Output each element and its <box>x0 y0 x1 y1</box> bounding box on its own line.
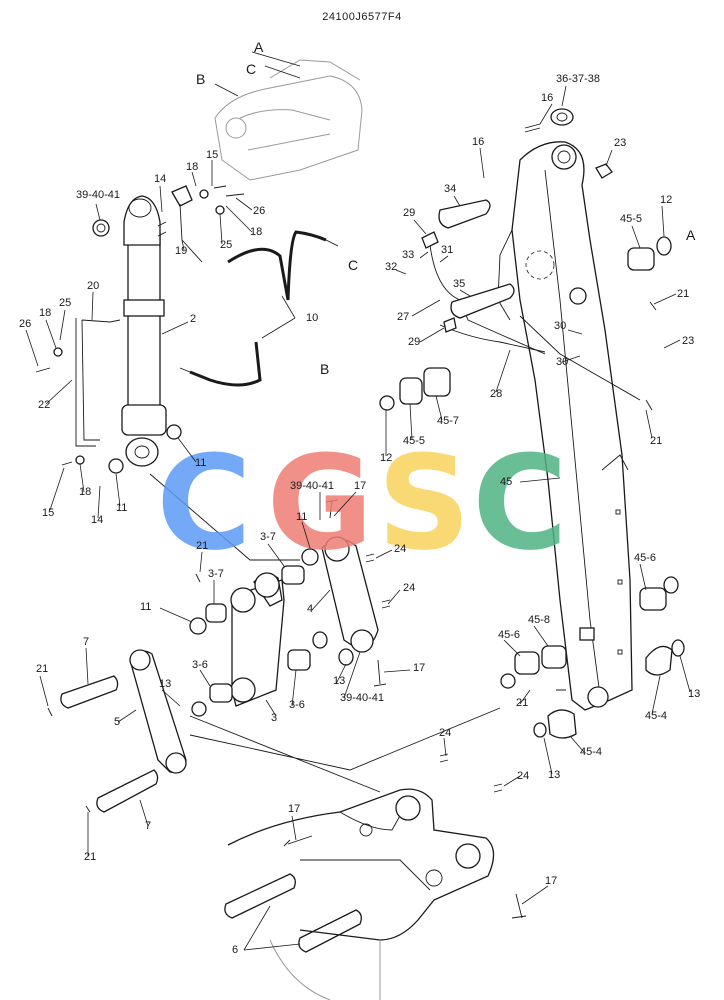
callout-label: 24 <box>439 727 451 739</box>
callout-label: 6 <box>232 944 238 956</box>
callout-label: 10 <box>306 312 318 324</box>
callout-label: 15 <box>206 149 218 161</box>
callout-label: 45-7 <box>437 415 459 427</box>
callout-label: 17 <box>545 875 557 887</box>
callout-label: 3-7 <box>208 568 224 580</box>
callout-label: 3 <box>271 712 277 724</box>
small-parts <box>35 108 685 953</box>
callout-label: 18 <box>79 486 91 498</box>
watermark: C G S C <box>156 427 567 579</box>
callout-label: 39-40-41 <box>290 480 334 492</box>
callout-label: 45-6 <box>634 552 656 564</box>
callout-label: 45-4 <box>645 710 667 722</box>
callout-label: 13 <box>159 678 171 690</box>
callout-label: 5 <box>114 716 120 728</box>
callout-label: 18 <box>39 307 51 319</box>
ref-letter: B <box>196 71 205 87</box>
callout-label: 25 <box>220 239 232 251</box>
callout-label: 21 <box>677 288 689 300</box>
watermark-letter-3: S <box>377 427 471 579</box>
bucket-frame <box>149 473 501 1000</box>
ref-letter: C <box>348 257 358 273</box>
leader-lines <box>25 85 691 951</box>
reference-letters: A B C A B C <box>196 39 696 377</box>
drawing-number: 24100J6577F4 <box>322 11 401 23</box>
callout-label: 35 <box>453 278 465 290</box>
callout-label: 12 <box>660 194 672 206</box>
callout-label: 45-6 <box>498 629 520 641</box>
arm-assembly <box>497 141 633 711</box>
callout-label: 28 <box>490 388 502 400</box>
callout-label: 4 <box>307 603 313 615</box>
callout-label: 45-5 <box>403 435 425 447</box>
callout-label: 3-6 <box>289 699 305 711</box>
callout-label: 21 <box>84 851 96 863</box>
callout-label: 14 <box>91 514 103 526</box>
callout-label: 24 <box>403 582 415 594</box>
callout-label: 45-5 <box>620 213 642 225</box>
callout-label: 20 <box>87 280 99 292</box>
ref-letter: B <box>320 361 329 377</box>
callout-label: 30 <box>554 320 566 332</box>
ref-letter: C <box>246 61 256 77</box>
callout-label: 36-37-38 <box>556 73 600 85</box>
callout-label: 23 <box>682 335 694 347</box>
callout-label: 24 <box>394 543 406 555</box>
callout-label: 27 <box>397 311 409 323</box>
callout-label: 14 <box>154 173 166 185</box>
callout-label: 12 <box>380 452 392 464</box>
callout-label: 16 <box>472 136 484 148</box>
callout-labels: 36-37-38 16 16 23 12 45-5 34 29 33 31 32… <box>19 73 700 956</box>
upper-boom-outline <box>214 51 363 181</box>
callout-label: 21 <box>516 697 528 709</box>
callout-label: 24 <box>517 770 529 782</box>
ref-letter: A <box>254 39 264 55</box>
callout-label: 23 <box>614 137 626 149</box>
callout-label: 34 <box>444 183 456 195</box>
callout-label: 11 <box>195 457 206 469</box>
ref-letter: A <box>686 227 696 243</box>
callout-label: 25 <box>59 297 71 309</box>
callout-label: 13 <box>688 688 700 700</box>
callout-label: 11 <box>140 601 151 613</box>
callout-label: 15 <box>42 507 54 519</box>
callout-label: 21 <box>650 435 662 447</box>
callout-label: 18 <box>186 161 198 173</box>
callout-label: 3-6 <box>192 659 208 671</box>
callout-label: 2 <box>190 313 196 325</box>
callout-label: 21 <box>196 540 208 552</box>
callout-label: 7 <box>145 820 151 832</box>
callout-label: 7 <box>83 636 89 648</box>
callout-label: 33 <box>402 249 414 261</box>
callout-label: 11 <box>116 502 127 514</box>
callout-label: 13 <box>548 769 560 781</box>
callout-label: 45 <box>500 476 512 488</box>
callout-label: 3-7 <box>260 531 276 543</box>
callout-label: 17 <box>288 803 300 815</box>
callout-label: 45-8 <box>528 614 550 626</box>
callout-label: 21 <box>36 663 48 675</box>
callout-label: 26 <box>19 318 31 330</box>
watermark-letter-1: C <box>156 427 251 579</box>
callout-label: 26 <box>253 205 265 217</box>
callout-label: 32 <box>385 261 397 273</box>
callout-label: 13 <box>333 675 345 687</box>
callout-label: 11 <box>296 511 307 523</box>
callout-label: 29 <box>408 336 420 348</box>
watermark-letter-4: C <box>472 427 567 579</box>
callout-label: 22 <box>38 399 50 411</box>
callout-label: 17 <box>413 662 425 674</box>
callout-label: 19 <box>175 245 187 257</box>
callout-label: 29 <box>403 207 415 219</box>
hose-assembly <box>75 230 641 447</box>
callout-label: 31 <box>441 244 453 256</box>
callout-label: 39-40-41 <box>76 189 120 201</box>
callout-label: 16 <box>541 92 553 104</box>
callout-label: 45-4 <box>580 746 602 758</box>
bucket-cylinder <box>121 195 167 467</box>
callout-label: 18 <box>250 226 262 238</box>
callout-label: 17 <box>354 480 366 492</box>
callout-label: 39-40-41 <box>340 692 384 704</box>
